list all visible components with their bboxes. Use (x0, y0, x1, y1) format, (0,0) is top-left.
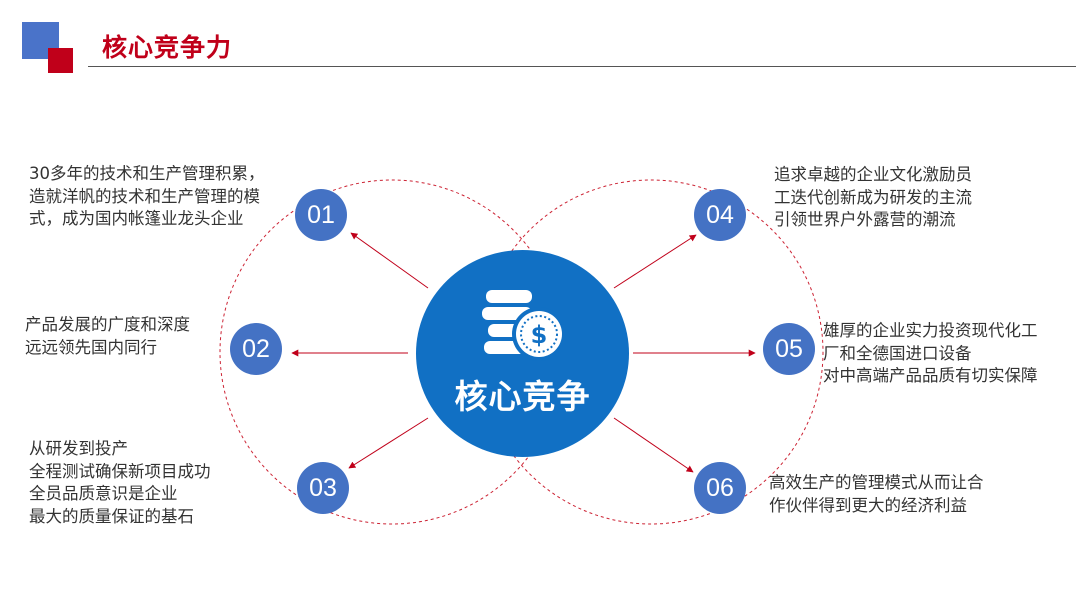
arrow-01 (350, 232, 429, 289)
title-divider (88, 66, 1076, 67)
center-hub: $ 核心竞争 (416, 250, 629, 457)
center-label: 核心竞争 (454, 377, 591, 416)
page-title: 核心竞争力 (102, 33, 233, 62)
decor-square-red (48, 48, 73, 73)
item-01-text: 30多年的技术和生产管理积累， 造就洋帆的技术和生产管理的模 式，成为国内帐篷业… (29, 164, 265, 228)
node-03: 03 (297, 462, 349, 514)
arrow-04 (613, 234, 697, 289)
node-01: 01 (295, 189, 347, 241)
node-02: 02 (230, 323, 282, 375)
item-06-text: 高效生产的管理模式从而让合 作伙伴得到更大的经济利益 (769, 473, 984, 515)
item-03-text: 从研发到投产 全程测试确保新项目成功 全员品质意识是企业 最大的质量保证的基石 (29, 439, 211, 526)
node-05: 05 (763, 323, 815, 375)
coins-dollar-icon: $ (482, 290, 566, 361)
arrow-03 (348, 417, 429, 469)
node-04: 04 (694, 189, 746, 241)
item-05-text: 雄厚的企业实力投资现代化工 厂和全德国进口设备 对中高端产品品质有切实保障 (823, 321, 1038, 385)
svg-text:$: $ (531, 321, 548, 349)
node-06: 06 (694, 462, 746, 514)
arrow-06 (613, 417, 694, 473)
item-02-text: 产品发展的广度和深度 远远领先国内同行 (25, 315, 190, 357)
item-04-text: 追求卓越的企业文化激励员 工迭代创新成为研发的主流 引领世界户外露营的潮流 (774, 165, 972, 229)
